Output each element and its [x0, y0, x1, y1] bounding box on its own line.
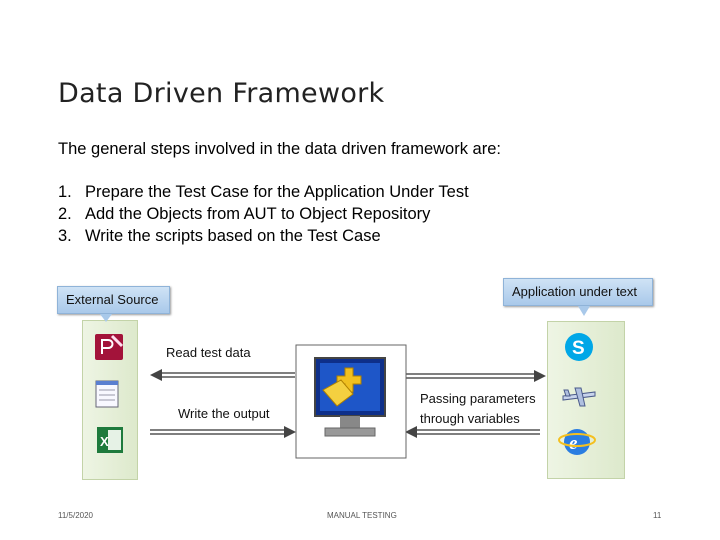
external-source-label: External Source: [57, 286, 170, 314]
write-arrow: [150, 426, 296, 438]
external-source-pointer: [100, 314, 112, 322]
internet-explorer-icon: e: [558, 429, 596, 455]
page-number: 11: [653, 511, 662, 520]
slide-title: Data Driven Framework: [58, 78, 385, 109]
footer-date: 11/5/2020: [58, 511, 93, 520]
excel-icon: X: [97, 427, 123, 453]
airplane-icon: [562, 387, 596, 407]
read-arrow: [150, 369, 295, 381]
passing-arrow-left: [405, 426, 540, 438]
intro-text: The general steps involved in the data d…: [58, 140, 501, 158]
footer-title: MANUAL TESTING: [327, 511, 397, 520]
svg-text:e: e: [569, 433, 578, 454]
notepad-icon: [95, 380, 119, 408]
svg-text:S: S: [572, 338, 585, 359]
passing-parameters-label: Passing parameters: [420, 391, 536, 406]
diagram-shapes: X S e: [95, 306, 596, 459]
passing-arrow-right: [405, 370, 546, 382]
list-item: 2.Add the Objects from AUT to Object Rep…: [58, 205, 431, 223]
through-variables-label: through variables: [420, 411, 520, 426]
svg-text:X: X: [100, 434, 109, 449]
application-label: Application under text: [503, 278, 653, 306]
list-item: 1.Prepare the Test Case for the Applicat…: [58, 183, 469, 201]
read-test-data-label: Read test data: [166, 345, 251, 360]
steps-list: 1.Prepare the Test Case for the Applicat…: [58, 181, 469, 247]
list-item: 3.Write the scripts based on the Test Ca…: [58, 227, 381, 245]
access-icon: [95, 334, 124, 360]
framework-diagram: External Source Application under text: [0, 270, 720, 490]
skype-icon: S: [565, 333, 593, 361]
framework-monitor-icon: [295, 344, 407, 459]
write-output-label: Write the output: [178, 406, 270, 421]
application-pointer: [578, 306, 590, 316]
